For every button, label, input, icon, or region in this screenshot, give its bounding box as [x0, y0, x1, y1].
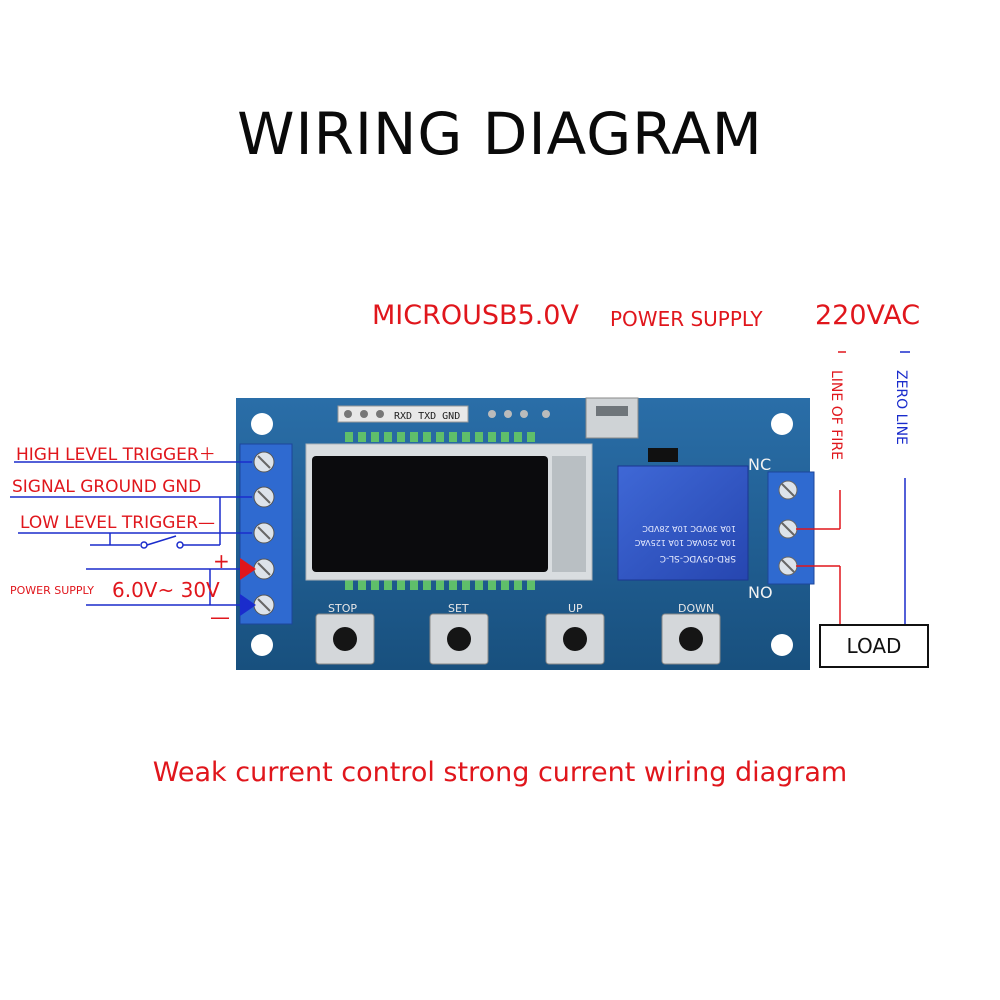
button-stop — [315, 613, 375, 665]
load-box: LOAD — [819, 624, 929, 668]
lcd-pins — [345, 432, 535, 590]
micro-usb-port — [585, 397, 639, 439]
ac-voltage-label: 220VAC — [815, 300, 921, 331]
relay-rating-ac: 10A 250VAC 10A 125VAC — [634, 538, 736, 547]
low-level-trigger-label: LOW LEVEL TRIGGER— — [20, 513, 216, 533]
relay — [617, 465, 749, 581]
plus-sign: + — [213, 549, 230, 573]
zero-line-label: ZERO LINE — [893, 370, 909, 445]
signal-ground-label: SIGNAL GROUND GND — [12, 477, 202, 497]
nc-label: NC — [748, 455, 771, 474]
button-up-label: UP — [568, 602, 583, 615]
mount-hole — [251, 413, 273, 435]
high-level-trigger-label: HIGH LEVEL TRIGGER＋ — [16, 445, 216, 465]
button-stop-label: STOP — [328, 602, 357, 615]
header-pins — [337, 405, 469, 423]
no-label: NO — [748, 583, 773, 602]
minus-sign: — — [210, 605, 230, 629]
power-supply-range-label: 6.0V~ 30V — [112, 578, 220, 602]
mount-hole — [771, 634, 793, 656]
power-supply-label: POWER SUPPLY — [10, 584, 94, 597]
line-of-fire-label: LINE OF FIRE — [828, 370, 844, 460]
arrow-red — [240, 558, 256, 580]
switch-symbol — [90, 497, 221, 549]
diode — [648, 448, 678, 462]
diagram-caption: Weak current control strong current wiri… — [152, 757, 848, 788]
header-pins-label: RXD TXD GND — [394, 411, 460, 422]
lcd-screen — [312, 456, 548, 572]
relay-rating-dc: 10A 30VDC 10A 28VDC — [642, 524, 736, 533]
usb-voltage-label: MICROUSB5.0V — [372, 300, 579, 331]
button-down — [661, 613, 721, 665]
button-down-label: DOWN — [678, 602, 714, 615]
button-set-label: SET — [448, 602, 469, 615]
relay-model: SRD-05VDC-SL-C — [660, 553, 736, 563]
button-set — [429, 613, 489, 665]
mount-hole — [771, 413, 793, 435]
page-title: WIRING DIAGRAM — [237, 100, 763, 168]
mount-hole — [251, 634, 273, 656]
usb-power-supply-label: POWER SUPPLY — [610, 307, 763, 331]
arrow-blue — [240, 594, 256, 616]
button-up — [545, 613, 605, 665]
